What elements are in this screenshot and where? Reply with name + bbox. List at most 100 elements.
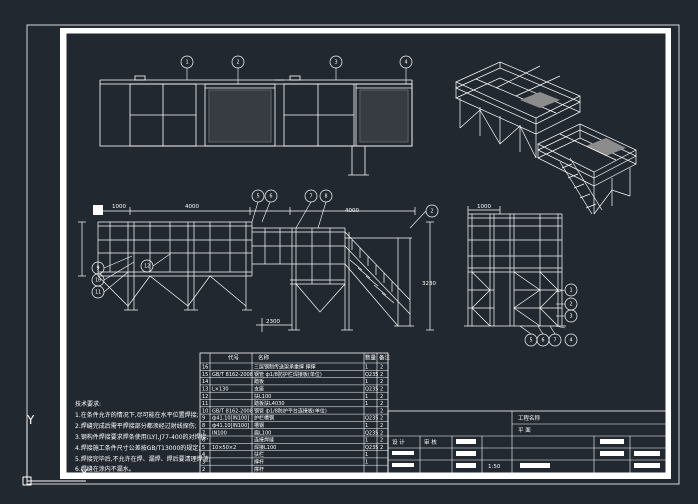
bom-cell-qty: 1 xyxy=(365,423,368,429)
bom-cell-code: IN100 xyxy=(212,430,227,436)
bom-cell-name: 三层钢制传送架承重撑 撑撑 xyxy=(254,364,316,371)
balloon-label: 7 xyxy=(309,194,312,200)
dim-bay-left: 1000 xyxy=(112,204,126,210)
bom-header-code: 代号 xyxy=(228,354,240,362)
balloon-label: 5 xyxy=(256,194,259,200)
bom-cell-note: 2 xyxy=(380,379,383,385)
balloon-label: 2 xyxy=(569,302,572,308)
bom-cell-no: 14 xyxy=(202,379,208,385)
bom-cell-code: 10×50×2 xyxy=(212,445,236,451)
balloon xyxy=(319,189,333,203)
bom-cell-qty: Q235 xyxy=(365,430,378,436)
bom-cell-name: 踏板扶L4030 xyxy=(254,400,285,407)
bom-cell-name: 支座 xyxy=(254,386,264,393)
balloon-label: 8 xyxy=(324,194,327,200)
bom-cell-name: 钢管 ф1/8防护平台连接板(单位) xyxy=(254,407,327,414)
balloon-label: 6 xyxy=(541,338,544,344)
dim-height: 3230 xyxy=(422,281,436,287)
bom-cell-code: ф41.10[IN100] xyxy=(212,416,249,422)
bom-cell-no: 11 xyxy=(202,401,208,407)
bom-cell-no: 8 xyxy=(202,423,205,429)
bom-cell-code: L×130 xyxy=(212,387,229,393)
balloon xyxy=(251,189,265,203)
bom-cell-name: 扁L100 xyxy=(254,429,271,436)
side-balloons: 5 6 7 8 9 10 11 12 2 xyxy=(91,189,439,299)
bom-cell-qty: 1 xyxy=(365,438,368,444)
bom-header: 代号 名称 数量 备注 xyxy=(228,354,391,362)
bom-cell-qty: 1 xyxy=(365,452,368,458)
bom-cell-qty: 1 xyxy=(365,394,368,400)
bom-cell-note: 2 xyxy=(380,416,383,422)
dim-span-left: 4000 xyxy=(185,204,199,210)
bom-cell-note: 2 xyxy=(380,365,383,371)
balloon-label: 12 xyxy=(144,264,150,270)
bom-cell-name: 撑杆 xyxy=(254,459,264,466)
balloon-label: 10 xyxy=(95,278,101,284)
note-item: 1.在条件允许的情况下,尽可能在水平位置焊接; xyxy=(75,411,199,419)
bom-cell-note: 2 xyxy=(380,387,383,393)
ucs-x-label: X xyxy=(80,467,88,481)
bom-cell-qty: 1 xyxy=(365,460,368,466)
technical-notes: 技术要求: 1.在条件允许的情况下,尽可能在水平位置焊接; 2.焊缝完成后需平焊… xyxy=(75,400,211,473)
end-view-dims: 1000 xyxy=(477,204,491,210)
note-item: 6.焊缝在涂内不漏水。 xyxy=(75,465,135,473)
balloon xyxy=(304,189,318,203)
bom-cell-no: 9 xyxy=(202,416,205,422)
balloon-label: 6 xyxy=(269,194,272,200)
bom-cell-note: 2 xyxy=(380,430,383,436)
bom-header-qty: 数量 xyxy=(365,354,377,362)
balloon-label: 5 xyxy=(529,338,532,344)
title-drawing: 平 面 xyxy=(518,427,531,434)
bom-cell-name: 踏板 xyxy=(254,378,264,385)
bom-cell-qty: 1 xyxy=(365,365,368,371)
ucs-icon: Y X xyxy=(22,413,88,486)
bom-cell-no: 10 xyxy=(202,408,208,414)
bom-cell-name: 护栏槽钢 xyxy=(254,415,274,422)
balloon-label: 9 xyxy=(96,266,99,272)
bom-cell-name: 扶L100 xyxy=(254,393,271,400)
note-item: 3.钢构件焊接要求焊条使用(LY),J77-400的对焊接; xyxy=(75,433,209,441)
bom-cell-no: 16 xyxy=(202,365,208,371)
ucs-y-label: Y xyxy=(26,413,35,427)
bom-cell-no: 4 xyxy=(202,452,205,458)
bom-cell-note: 2 xyxy=(380,408,383,414)
bom-cell-no: 12 xyxy=(202,394,208,400)
bom-cell-code: GB/T 8162-2008 xyxy=(212,372,253,378)
balloon xyxy=(231,55,245,69)
notes-title: 技术要求: xyxy=(75,400,101,408)
balloon-label: 1 xyxy=(569,288,572,294)
note-item: 2.焊缝完成后需平焊接部分都须经过射线探伤; xyxy=(75,422,197,430)
bom-cell-qty: Q235 xyxy=(365,416,378,422)
bom-cell-qty: Q235 xyxy=(365,387,378,393)
side-dims: 1000 4000 4000 3230 2300 xyxy=(112,204,436,325)
bom-cell-note: 2 xyxy=(380,372,383,378)
bom-cell-name: 撑杆 xyxy=(254,466,264,473)
bom-cell-no: 2 xyxy=(202,467,205,473)
balloon xyxy=(564,283,578,297)
bom-cell-code: GB/T 8162-2008 xyxy=(212,408,253,414)
bom-cell-code: ф41.10[IN100] xyxy=(212,423,249,429)
title-design: 设 计 xyxy=(392,438,405,446)
side-elevation xyxy=(78,207,434,332)
bom-cell-no: 3 xyxy=(202,460,205,466)
front-balloons: 1 2 3 4 xyxy=(180,55,413,84)
balloon-label: 7 xyxy=(553,338,556,344)
title-scale: 1:50 xyxy=(488,464,501,470)
grating-hatch xyxy=(208,90,409,142)
note-item: 4.焊接施工条件尺寸公差按GB/T13000的规定; xyxy=(75,444,200,452)
bom-cell-qty: Q235 xyxy=(365,445,378,451)
balloon xyxy=(180,55,194,69)
bom-cell-qty: 1 xyxy=(365,379,368,385)
balloon xyxy=(329,55,343,69)
title-block: 工程名称 平 面 设 计 审 核 1:50 xyxy=(387,410,667,474)
bom-cell-name: 槽钢 xyxy=(254,422,264,429)
balloon xyxy=(91,285,105,299)
bom-cell-name: 连接焊缝 xyxy=(254,437,274,444)
bom-header-name: 名称 xyxy=(258,354,270,362)
bom-cell-no: 15 xyxy=(202,372,208,378)
bom-cell-note: 2 xyxy=(380,394,383,400)
balloon-label: 3 xyxy=(334,60,337,66)
bom-cell-name: 焊接L100 xyxy=(254,444,276,451)
